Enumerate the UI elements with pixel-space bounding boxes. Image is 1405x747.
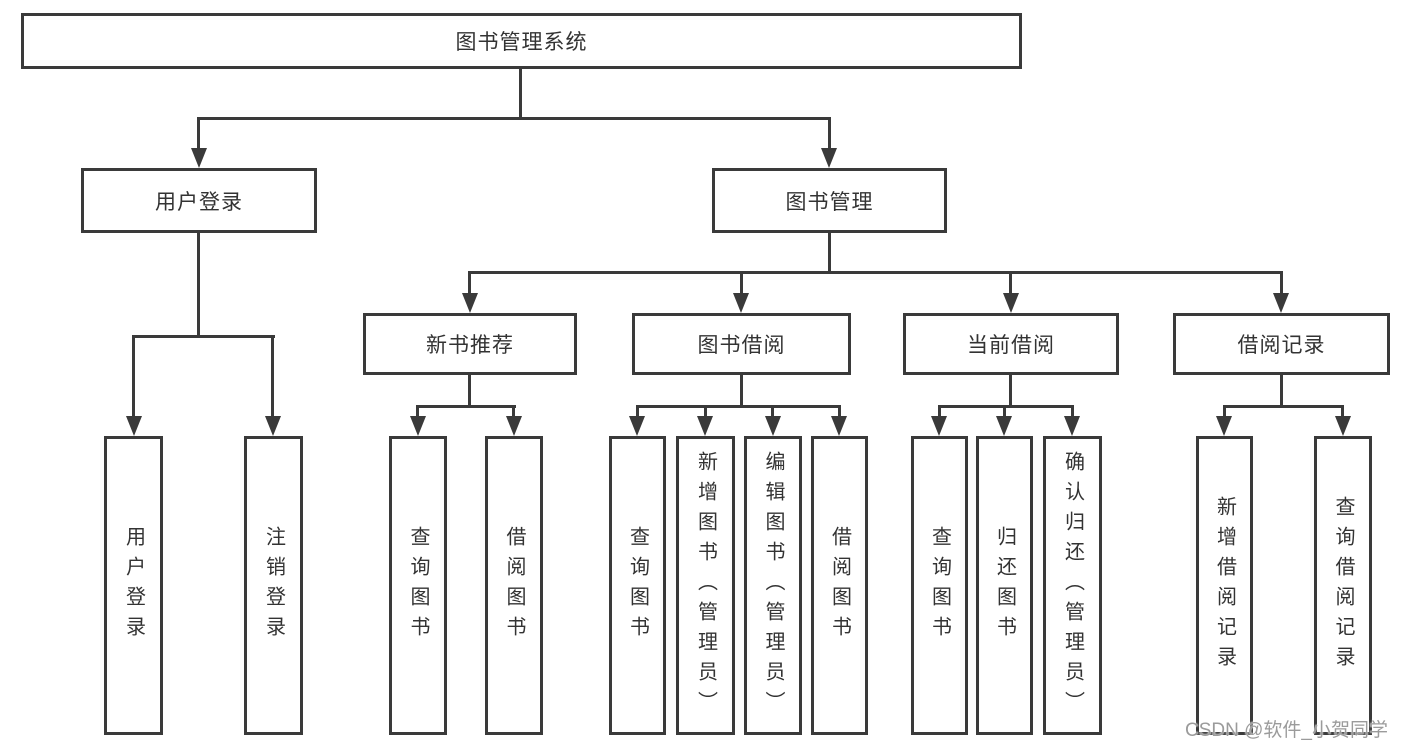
arrow-down-book-borrow (733, 293, 749, 313)
connector-book-mgmt-stem (828, 233, 831, 272)
node-user-login: 用户登录 (81, 168, 317, 233)
connector-book-mgmt-drop (828, 117, 831, 148)
arrow-down-current-confirm (1064, 416, 1080, 436)
leaf-user-login: 用户登录 (104, 436, 163, 735)
arrow-down-borrow-borrow (831, 416, 847, 436)
leaf-borrow-query: 查询图书 (609, 436, 666, 735)
leaf-borrow-edit-admin: 编辑图书（管理员） (744, 436, 802, 735)
arrow-down-current-query (931, 416, 947, 436)
connector-newbook-query-drop (416, 405, 419, 416)
arrow-down-user-login (191, 148, 207, 168)
connector-borrow-edit-drop (771, 405, 774, 416)
arrow-down-book-mgmt (821, 148, 837, 168)
connector-user-login-stem (197, 233, 200, 336)
connector-user-login-rail (132, 335, 275, 338)
arrow-down-records-query (1335, 416, 1351, 436)
connector-book-borrow-rail (636, 405, 841, 408)
leaf-current-confirm-admin: 确认归还（管理员） (1043, 436, 1102, 735)
node-new-books: 新书推荐 (363, 313, 577, 375)
arrow-down-leaf-user-login (126, 416, 142, 436)
arrow-down-leaf-logout (265, 416, 281, 436)
arrow-down-borrow-add (697, 416, 713, 436)
arrow-down-newbook-query (410, 416, 426, 436)
arrow-down-new-books (462, 293, 478, 313)
connector-records-add-drop (1223, 405, 1226, 416)
csdn-watermark: CSDN @软件_小贺同学 (1185, 720, 1388, 741)
connector-borrow-add-drop (704, 405, 707, 416)
arrow-down-newbook-borrow (506, 416, 522, 436)
connector-new-books-drop (468, 271, 471, 293)
connector-current-borrow-stem (1009, 375, 1012, 406)
connector-borrow-query-drop (636, 405, 639, 416)
leaf-newbook-query: 查询图书 (389, 436, 447, 735)
leaf-borrow-add-admin: 新增图书（管理员） (676, 436, 735, 735)
connector-borrow-records-rail (1223, 405, 1344, 408)
connector-new-books-rail (416, 405, 516, 408)
leaf-records-add: 新增借阅记录 (1196, 436, 1253, 735)
connector-book-borrow-stem (740, 375, 743, 406)
connector-book-borrow-drop (740, 271, 743, 293)
connector-current-confirm-drop (1071, 405, 1074, 416)
leaf-current-return: 归还图书 (976, 436, 1033, 735)
connector-current-return-drop (1003, 405, 1006, 416)
arrow-down-borrow-query (629, 416, 645, 436)
leaf-logout-login: 注销登录 (244, 436, 303, 735)
arrow-down-current-borrow (1003, 293, 1019, 313)
connector-current-borrow-drop (1009, 271, 1012, 293)
node-book-borrow: 图书借阅 (632, 313, 851, 375)
connector-current-borrow-rail (938, 405, 1074, 408)
connector-leaf-user-login-drop (132, 335, 135, 416)
leaf-newbook-borrow: 借阅图书 (485, 436, 543, 735)
connector-borrow-records-drop (1280, 271, 1283, 293)
arrow-down-borrow-edit (765, 416, 781, 436)
connector-level3-rail (468, 271, 1282, 274)
connector-root-stem (519, 69, 522, 118)
connector-new-books-stem (468, 375, 471, 406)
connector-borrow-records-stem (1280, 375, 1283, 406)
arrow-down-borrow-records (1273, 293, 1289, 313)
node-book-mgmt: 图书管理 (712, 168, 947, 233)
node-borrow-records: 借阅记录 (1173, 313, 1390, 375)
connector-user-login-drop (197, 117, 200, 148)
node-current-borrow: 当前借阅 (903, 313, 1119, 375)
connector-level2-rail (197, 117, 831, 120)
arrow-down-current-return (996, 416, 1012, 436)
connector-current-query-drop (938, 405, 941, 416)
connector-newbook-borrow-drop (512, 405, 515, 416)
leaf-borrow-borrow: 借阅图书 (811, 436, 868, 735)
arrow-down-records-add (1216, 416, 1232, 436)
connector-borrow-borrow-drop (838, 405, 841, 416)
connector-leaf-logout-drop (271, 335, 274, 416)
node-library-system: 图书管理系统 (21, 13, 1022, 69)
leaf-current-query: 查询图书 (911, 436, 968, 735)
leaf-records-query: 查询借阅记录 (1314, 436, 1372, 735)
connector-records-query-drop (1341, 405, 1344, 416)
